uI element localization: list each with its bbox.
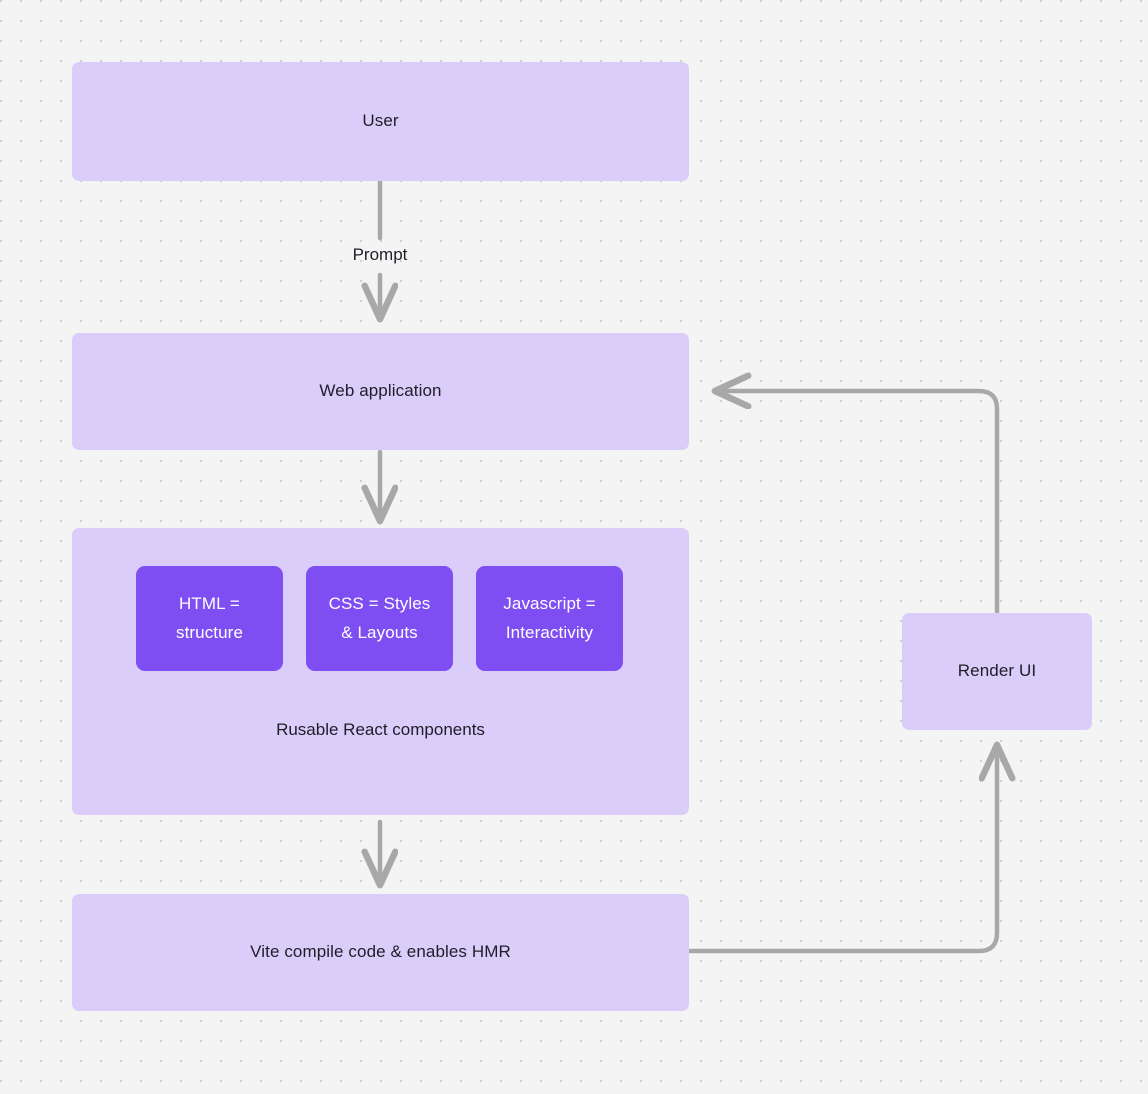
node-web-application[interactable]: Web application <box>72 333 689 450</box>
node-components-group-caption: Rusable React components <box>72 715 689 745</box>
node-html[interactable]: HTML = structure <box>136 566 283 671</box>
node-web-application-label: Web application <box>319 381 442 401</box>
node-user-label: User <box>362 111 399 131</box>
node-render-ui[interactable]: Render UI <box>902 613 1092 730</box>
node-vite[interactable]: Vite compile code & enables HMR <box>72 894 689 1011</box>
node-css-label: CSS = Styles & Layouts <box>328 593 431 642</box>
node-components-group-caption-text: Rusable React components <box>276 720 485 739</box>
edge-label-prompt: Prompt <box>330 245 430 265</box>
edge-vite-to-render-ui <box>687 744 997 954</box>
node-css[interactable]: CSS = Styles & Layouts <box>306 566 453 671</box>
edge-render-ui-to-web-application <box>714 391 1000 615</box>
node-render-ui-label: Render UI <box>957 661 1037 681</box>
node-javascript-label: Javascript = Interactivity <box>503 593 596 642</box>
node-html-label: HTML = structure <box>175 593 244 642</box>
node-user[interactable]: User <box>72 62 689 181</box>
node-javascript[interactable]: Javascript = Interactivity <box>476 566 623 671</box>
edge-label-prompt-text: Prompt <box>352 245 408 264</box>
node-vite-label: Vite compile code & enables HMR <box>250 942 511 962</box>
